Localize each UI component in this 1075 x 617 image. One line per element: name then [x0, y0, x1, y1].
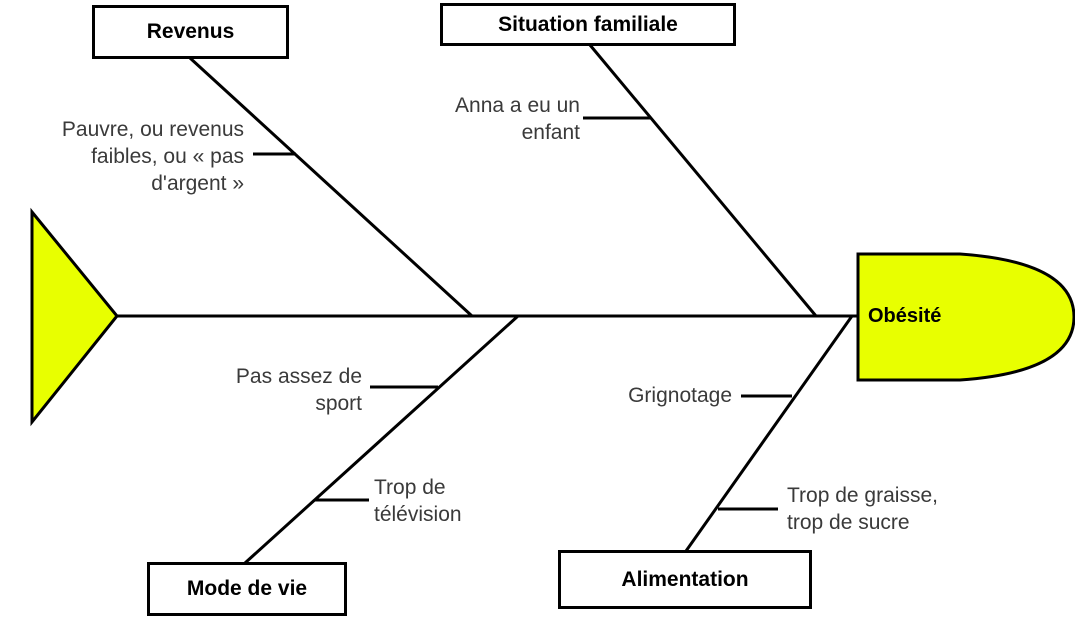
fish-tail	[30, 207, 119, 427]
cause-label-television: Trop de télévision	[374, 474, 514, 528]
cause-line: Grignotage	[628, 384, 732, 407]
cause-label-sport: Pas assez de sport	[200, 363, 362, 417]
cause-label-graisse: Trop de graisse, trop de sucre	[787, 482, 987, 536]
cause-line: Trop de graisse,	[787, 484, 938, 507]
cause-line: Trop de	[374, 476, 446, 499]
bone-mode-de-vie	[243, 314, 520, 565]
effect-label: Obésité	[868, 305, 942, 327]
category-box-revenus: Revenus	[92, 5, 289, 59]
cause-line: Pauvre, ou revenus	[61, 118, 244, 141]
category-label-mode-de-vie: Mode de vie	[186, 577, 308, 600]
cause-line: d'argent »	[151, 172, 244, 195]
cause-label-pauvre: Pauvre, ou revenus faibles, ou « pas d'a…	[20, 116, 244, 197]
category-label-situation-familiale: Situation familiale	[498, 12, 678, 36]
cause-line: Pas assez de	[235, 365, 362, 388]
cause-label-enfant: Anna a eu un enfant	[420, 92, 580, 146]
cause-line: faibles, ou « pas	[91, 145, 244, 168]
category-label-revenus: Revenus	[146, 20, 235, 43]
category-label-alimentation: Alimentation	[621, 567, 749, 591]
category-box-alimentation: Alimentation	[558, 550, 812, 609]
category-box-mode-de-vie: Mode de vie	[147, 562, 347, 616]
fish-head	[856, 252, 1075, 382]
cause-line: trop de sucre	[787, 511, 910, 534]
cause-line: sport	[315, 392, 362, 415]
cause-line: télévision	[374, 503, 462, 526]
bone-alimentation	[684, 315, 854, 552]
category-box-situation-familiale: Situation familiale	[440, 3, 736, 46]
cause-line: Anna a eu un	[455, 94, 580, 117]
bone-revenus	[188, 56, 474, 318]
cause-line: enfant	[521, 121, 580, 144]
bone-situation	[588, 44, 818, 317]
cause-label-grignotage: Grignotage	[580, 382, 732, 409]
